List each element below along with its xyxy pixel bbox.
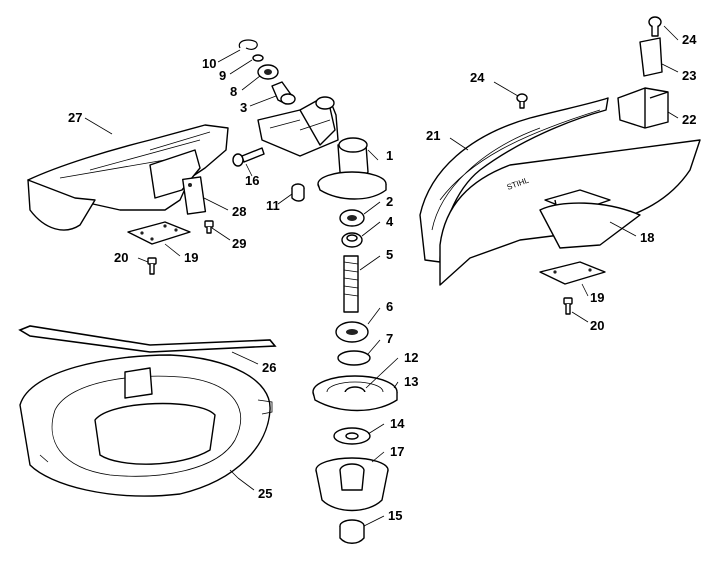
callout-labels: 10 9 8 3 27 1 16 11 2 4 28 29 20 19 5 6 … xyxy=(68,32,697,523)
bracket-22 xyxy=(617,87,669,129)
shaft-5 xyxy=(343,255,359,313)
bearing-8 xyxy=(257,64,279,80)
callout-27: 27 xyxy=(68,110,82,125)
callout-12: 12 xyxy=(404,350,418,365)
bearing-2 xyxy=(339,209,365,227)
callout-21: 21 xyxy=(426,128,440,143)
callout-17: 17 xyxy=(390,444,404,459)
thrust-plate-13 xyxy=(312,375,398,412)
guard-27 xyxy=(27,124,229,231)
callout-29: 29 xyxy=(232,236,246,251)
gear-head-1 xyxy=(257,96,387,200)
callout-3: 3 xyxy=(240,100,247,115)
callout-26: 26 xyxy=(262,360,276,375)
bracket-23 xyxy=(639,37,663,77)
screw-24-top xyxy=(648,16,662,37)
callout-10: 10 xyxy=(202,56,216,71)
bearing-6 xyxy=(335,321,369,343)
callout-5: 5 xyxy=(386,247,393,262)
callout-24-mid: 24 xyxy=(470,70,485,85)
callout-20-left: 20 xyxy=(114,250,128,265)
circlip-7 xyxy=(337,350,371,366)
plate-19-right xyxy=(539,261,606,285)
callout-7: 7 xyxy=(386,331,393,346)
screw-20-right xyxy=(563,297,573,315)
callout-20-right: 20 xyxy=(590,318,604,333)
callout-13: 13 xyxy=(404,374,418,389)
callout-14: 14 xyxy=(390,416,405,431)
guard-21: STIHL xyxy=(419,97,701,286)
callout-15: 15 xyxy=(388,508,402,523)
callout-25: 25 xyxy=(258,486,272,501)
callout-19-left: 19 xyxy=(184,250,198,265)
screw-29 xyxy=(204,220,214,234)
callout-9: 9 xyxy=(219,68,226,83)
callout-8: 8 xyxy=(230,84,237,99)
plug-11 xyxy=(291,183,305,202)
callout-11: 11 xyxy=(266,198,280,213)
leader-lines xyxy=(84,25,679,527)
plate-19-left xyxy=(127,221,191,245)
deflector-25 xyxy=(19,354,273,497)
callout-19-right: 19 xyxy=(590,290,604,305)
callout-16: 16 xyxy=(245,173,259,188)
screw-20-left xyxy=(147,257,157,275)
circlip-10 xyxy=(238,39,258,50)
washer-14 xyxy=(333,427,371,445)
callout-28: 28 xyxy=(232,204,246,219)
callout-24-top: 24 xyxy=(682,32,697,47)
nut-4 xyxy=(341,232,363,248)
callout-18: 18 xyxy=(640,230,654,245)
wire-26 xyxy=(18,325,277,353)
callout-6: 6 xyxy=(386,299,393,314)
callout-23: 23 xyxy=(682,68,696,83)
cap-17 xyxy=(315,457,389,512)
callout-1: 1 xyxy=(386,148,393,163)
callout-4: 4 xyxy=(386,214,394,229)
washer-9 xyxy=(252,54,264,62)
callout-2: 2 xyxy=(386,194,393,209)
screw-24-mid xyxy=(516,93,528,109)
screw-16 xyxy=(232,147,265,167)
callout-22: 22 xyxy=(682,112,696,127)
nut-15 xyxy=(339,519,365,544)
gear-3 xyxy=(271,81,296,105)
